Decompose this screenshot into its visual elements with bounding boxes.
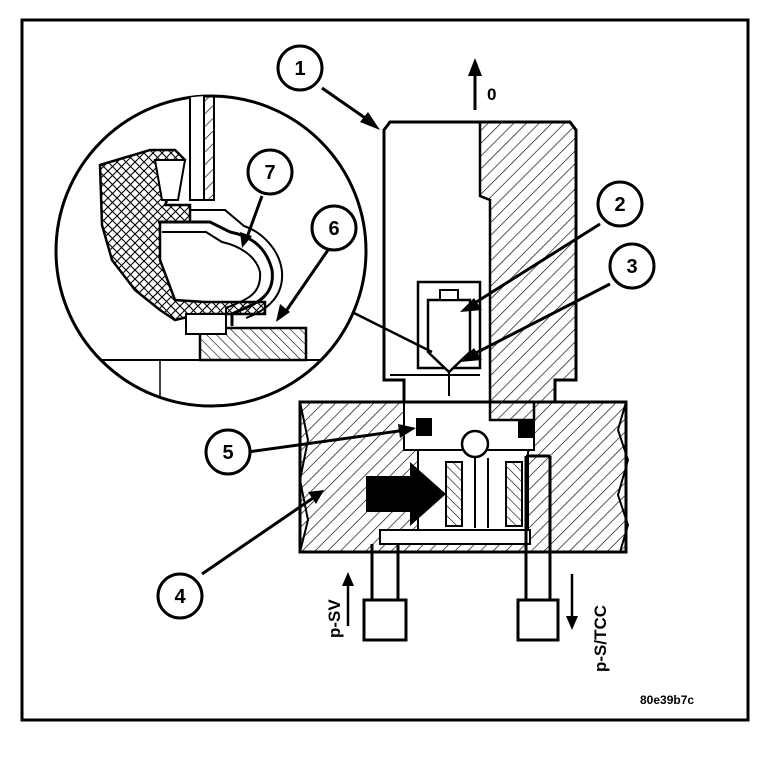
svg-text:2: 2 — [614, 194, 625, 216]
top-arrow-label: 0 — [487, 85, 496, 104]
spool — [445, 458, 523, 528]
port-label-right: p-S/TCC — [591, 605, 610, 672]
callout-7: 7 — [246, 148, 294, 196]
port-fitting-right — [516, 598, 560, 642]
svg-text:3: 3 — [626, 256, 637, 278]
port-lines — [362, 454, 560, 642]
figure-code: 80e39b7c — [640, 693, 694, 707]
callout-2: 2 — [596, 180, 644, 228]
o-ring-right — [518, 420, 534, 438]
o-ring-left — [416, 418, 432, 436]
svg-text:7: 7 — [264, 162, 275, 184]
port-label-left: p-SV — [325, 599, 344, 638]
leader-lines — [201, 86, 611, 576]
check-ball — [460, 429, 490, 459]
svg-text:6: 6 — [328, 218, 339, 240]
callout-6: 6 — [310, 204, 358, 252]
svg-text:4: 4 — [174, 586, 186, 608]
valve-body — [298, 400, 630, 554]
port-fitting-left — [362, 598, 408, 642]
callout-1: 1 — [276, 44, 324, 92]
flow-arrow — [366, 462, 446, 526]
svg-text:1: 1 — [294, 58, 305, 80]
callout-4: 4 — [156, 572, 204, 620]
callout-3: 3 — [608, 242, 656, 290]
callout-5: 5 — [204, 428, 252, 476]
flow-small-arrows — [342, 572, 578, 630]
svg-text:5: 5 — [222, 442, 233, 464]
top-arrow — [468, 58, 482, 110]
